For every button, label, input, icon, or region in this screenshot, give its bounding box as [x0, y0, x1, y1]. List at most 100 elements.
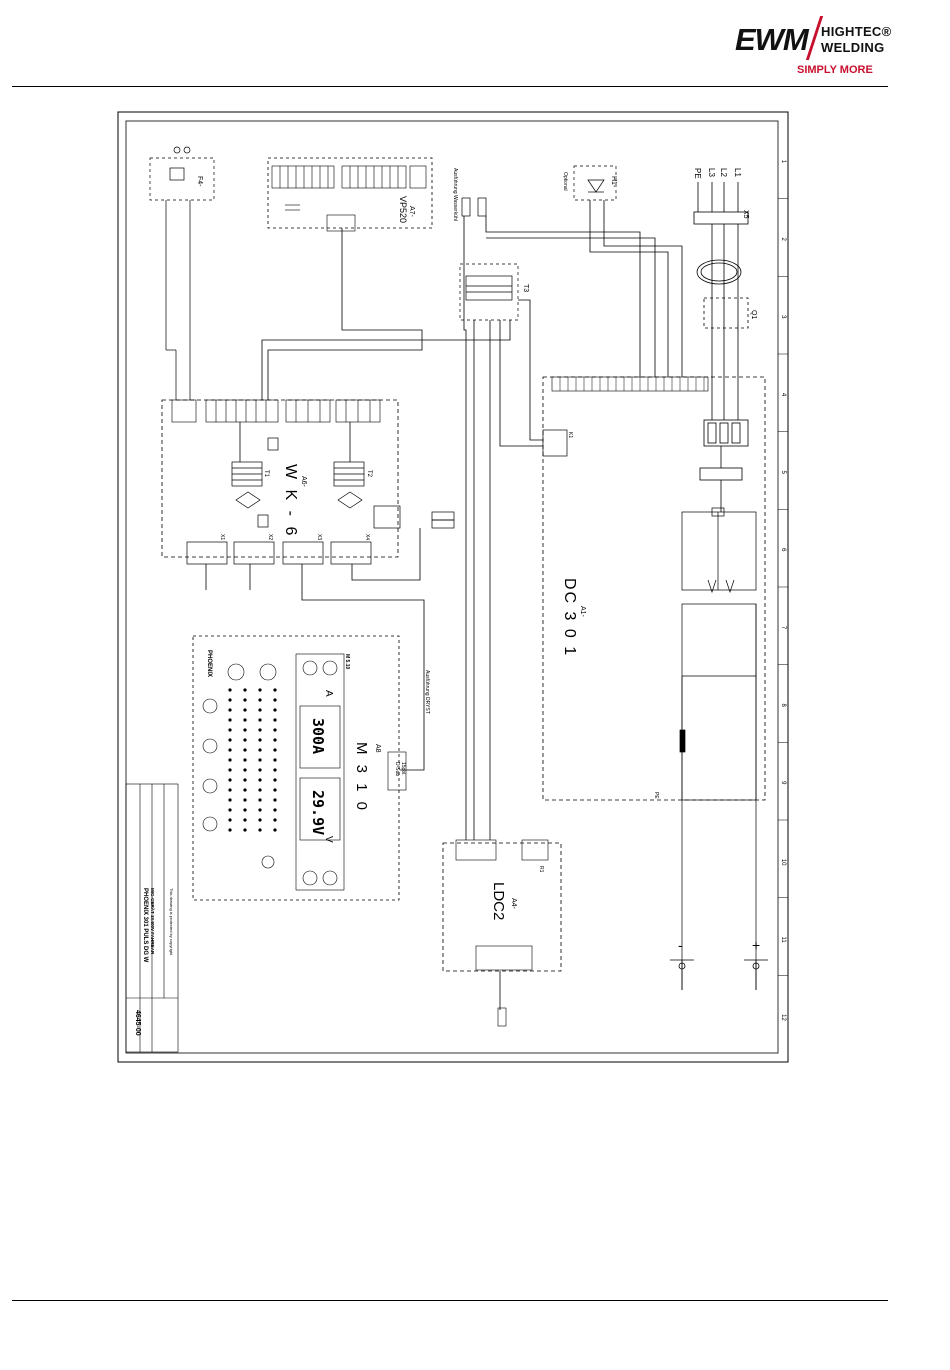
led-indicator	[273, 688, 277, 692]
led-indicator	[243, 708, 247, 712]
led-indicator	[273, 808, 277, 812]
panel-m-label: M 5.10	[344, 654, 350, 670]
led-indicator	[228, 748, 232, 752]
m310-leds	[228, 688, 277, 832]
ewm-logo: EWM HIGHTEC® WELDING SIMPLY MORE	[735, 14, 891, 78]
f4-switch	[149, 146, 215, 400]
led-indicator	[228, 768, 232, 772]
x4-label: X4	[364, 534, 370, 540]
m310-name: M 3 1 0	[353, 742, 370, 813]
optional-label: Optional	[562, 172, 568, 191]
dsub-label-2: 15pol.	[400, 762, 406, 776]
vp520-terminals	[271, 165, 427, 232]
wk6-terminals	[171, 399, 381, 423]
grid-label-12: 12	[780, 1014, 786, 1021]
header-rule	[12, 86, 888, 87]
grid-label-9: 9	[780, 781, 786, 785]
logo-line1: HIGHTEC®	[821, 24, 892, 39]
x1-label: X1	[219, 534, 225, 540]
ausf-dryst-label: Ausführung DRYST	[424, 670, 430, 714]
dc301-terminal-strip	[551, 376, 709, 392]
ldc2-module	[442, 842, 562, 972]
led-indicator	[273, 698, 277, 702]
ldc2-ref: A4-	[510, 898, 517, 910]
x2-label: X2	[267, 534, 273, 540]
ldc2-name: LDC2	[490, 882, 507, 920]
grid-label-11: 11	[780, 937, 786, 944]
led-indicator	[243, 818, 247, 822]
led-indicator	[228, 758, 232, 762]
led-indicator	[228, 708, 232, 712]
mains-l2: L2	[719, 168, 728, 177]
mains-l3: L3	[707, 168, 716, 177]
ldc2-connectors	[455, 839, 549, 1027]
logo-brand: EWM	[735, 22, 809, 57]
dc301-ref: A1-	[579, 606, 586, 618]
led-indicator	[228, 718, 232, 722]
grid-label-8: 8	[780, 704, 786, 708]
outer-frame	[117, 111, 789, 1063]
title-number: 4645-00	[134, 1010, 141, 1036]
led-indicator	[243, 718, 247, 722]
led-indicator	[243, 738, 247, 742]
led-indicator	[273, 778, 277, 782]
led-indicator	[258, 728, 262, 732]
led-indicator	[258, 738, 262, 742]
title-note: This drawing is protected by copyright	[169, 888, 174, 956]
m310-ref: A8	[374, 744, 381, 753]
mains-pe: PE	[693, 168, 702, 179]
led-indicator	[243, 768, 247, 772]
inner-frame	[125, 120, 779, 1054]
led-indicator	[243, 748, 247, 752]
led-indicator	[228, 818, 232, 822]
wk6-name: W K - 6	[282, 464, 299, 538]
grid-label-10: 10	[780, 859, 786, 866]
led-indicator	[258, 808, 262, 812]
led-indicator	[243, 698, 247, 702]
vp520-module	[267, 157, 433, 229]
dc301-power	[542, 429, 757, 990]
k1-label: K1	[567, 432, 573, 438]
title-product: PHOENIX 301 PULS DG W	[142, 888, 148, 963]
led-indicator	[258, 798, 262, 802]
mains-input	[693, 182, 749, 512]
r1-label: R1	[538, 866, 544, 873]
mains-l1: L1	[733, 168, 742, 177]
wk6-module	[161, 399, 399, 558]
led-indicator	[243, 758, 247, 762]
led-indicator	[258, 818, 262, 822]
led-indicator	[243, 778, 247, 782]
led-indicator	[228, 798, 232, 802]
t3-transformer	[459, 197, 519, 321]
led-indicator	[258, 768, 262, 772]
led-indicator	[273, 788, 277, 792]
led-indicator	[228, 808, 232, 812]
led-indicator	[273, 718, 277, 722]
h1-label: H1-	[610, 176, 617, 188]
output-terminals	[670, 959, 768, 970]
led-indicator	[273, 728, 277, 732]
vp520-name: VP520	[398, 196, 408, 223]
led-indicator	[258, 788, 262, 792]
led-indicator	[258, 698, 262, 702]
title-block	[125, 783, 179, 1053]
q1-label: Q1	[750, 310, 757, 319]
led-indicator	[258, 688, 262, 692]
x3-label: X3	[316, 534, 322, 540]
wiring	[205, 200, 757, 1010]
led-indicator	[258, 778, 262, 782]
grid-label-2: 2	[780, 238, 786, 242]
x5-label: X5	[742, 210, 749, 219]
led-indicator	[228, 778, 232, 782]
m310-front-panel	[202, 653, 407, 891]
led-indicator	[243, 728, 247, 732]
led-indicator	[228, 698, 232, 702]
led-indicator	[228, 728, 232, 732]
t3-label: T3	[522, 284, 529, 292]
amps-readout: 300A	[309, 718, 327, 754]
led-indicator	[258, 758, 262, 762]
panel-brand: PHOENIX	[206, 650, 212, 677]
wk6-ref: A6-	[300, 476, 307, 488]
